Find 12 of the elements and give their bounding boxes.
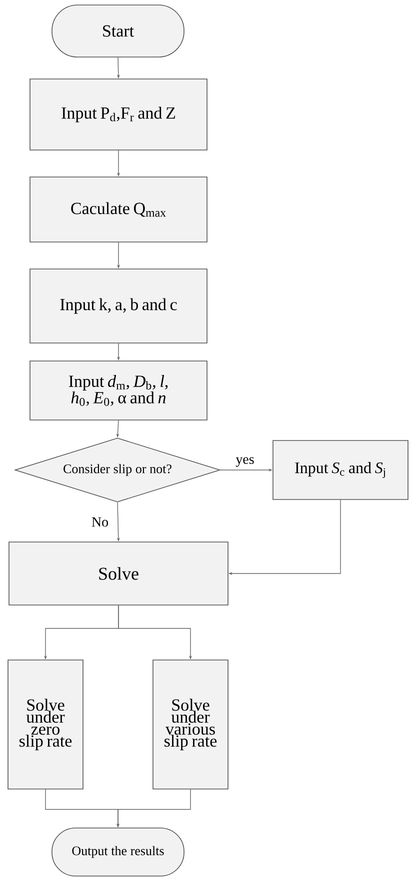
process-box: Input k, a, b and c bbox=[30, 268, 208, 344]
terminal-box: Output the results bbox=[52, 828, 184, 876]
process-box: Input S$_{c}$ and S$_{j}$ bbox=[272, 440, 408, 500]
process-box: Input P$_{d}$,F$_{r}$ and Z bbox=[30, 78, 208, 150]
process-box: Solve bbox=[8, 542, 228, 606]
process-box: Solve under zero slip rate bbox=[8, 660, 84, 790]
edge-label: No bbox=[90, 516, 110, 528]
terminal-box: Start bbox=[52, 4, 184, 58]
process-box: Input d$_{m}$, D$_{b}$, l, h$_{0}$, E$_{0}$, α and n bbox=[30, 360, 208, 420]
edge-label: yes bbox=[234, 456, 256, 468]
process-box: Caculate Q$_{max}$ bbox=[30, 176, 208, 242]
process-box: Solve under various slip rate bbox=[152, 660, 228, 790]
